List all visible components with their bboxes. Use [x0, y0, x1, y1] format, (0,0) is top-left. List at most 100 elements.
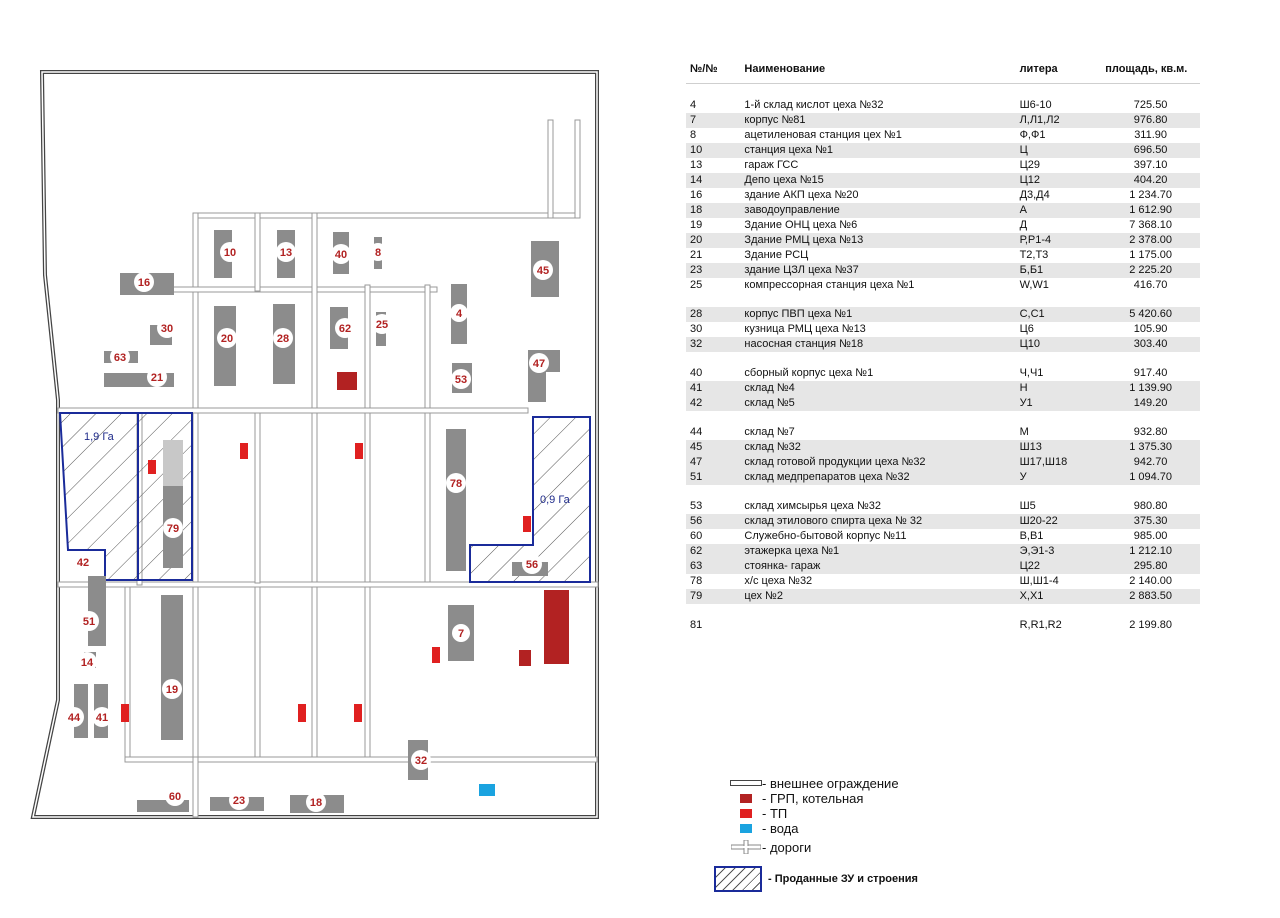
cell-area: 5 420.60 [1101, 307, 1200, 322]
cell-litera: Ц10 [1015, 337, 1102, 352]
transformer-substations [121, 443, 531, 722]
cell-litera: Н [1015, 381, 1102, 396]
building-32: 32 [411, 750, 431, 770]
cell-area: 2 225.20 [1101, 263, 1200, 278]
cell-no: 41 [686, 381, 741, 396]
cell-name: ацетиленовая станция цех №1 [744, 129, 902, 141]
cell-no: 47 [686, 455, 741, 470]
cell-area: 7 368.10 [1129, 219, 1173, 231]
building-10: 10 [220, 242, 240, 262]
fence-swatch [730, 780, 762, 786]
legend-grp-label: - ГРП, котельная [762, 790, 864, 806]
building-45: 45 [533, 260, 553, 280]
cell-name: склад №32 [740, 440, 1016, 455]
cell-litera: Ш13 [1015, 440, 1102, 455]
cell-no: 30 [690, 323, 703, 335]
building-44: 44 [64, 707, 84, 727]
site-plan-map: 1,9 Га 0,9 Га [30, 70, 599, 819]
cell-litera: С,С1 [1015, 307, 1102, 322]
building-20: 20 [217, 328, 237, 348]
legend-roads: - дороги [730, 839, 811, 855]
building-25: 25 [372, 314, 392, 334]
cell-name: Служебно-бытовой корпус №11 [744, 530, 907, 542]
cell-name: корпус ПВП цеха №1 [740, 307, 1016, 322]
building-60: 60 [165, 786, 185, 806]
svg-text:78: 78 [450, 478, 462, 490]
cell-no: 7 [686, 113, 741, 128]
svg-text:20: 20 [221, 333, 233, 345]
cell-litera: Ф,Ф1 [1019, 129, 1046, 141]
cell-litera: Ц22 [1015, 559, 1102, 574]
svg-text:47: 47 [533, 358, 545, 370]
cell-no: 81 [690, 619, 703, 631]
cell-name: насосная станция №18 [740, 337, 1016, 352]
cell-no: 4 [690, 99, 697, 111]
table-group-gap [686, 352, 1200, 366]
table-header-row: №/№ Наименование литера площадь, кв.м. [686, 55, 1200, 84]
table-group-gap [686, 485, 1200, 499]
cell-name: кузница РМЦ цеха №13 [744, 323, 866, 335]
cell-area: 1 175.00 [1129, 249, 1173, 261]
cell-no: 44 [690, 426, 703, 438]
cell-name: Здание ОНЦ цеха №6 [744, 219, 858, 231]
cell-name: х/с цеха №32 [744, 575, 813, 587]
cell-area: 976.80 [1101, 113, 1200, 128]
cell-name: здание АКП цеха №20 [744, 189, 859, 201]
table-group-gap [686, 293, 1200, 307]
cell-area: 932.80 [1133, 426, 1168, 438]
cell-no: 45 [686, 440, 741, 455]
cell-area: 696.50 [1101, 143, 1200, 158]
cell-area: 2 140.00 [1129, 575, 1173, 587]
cell-area: 311.90 [1134, 129, 1168, 141]
cell-name: склад химсырья цеха №32 [744, 500, 881, 512]
cell-area: 375.30 [1101, 514, 1200, 529]
cell-name: здание ЦЗЛ цеха №37 [740, 263, 1016, 278]
svg-text:53: 53 [455, 374, 467, 386]
header-area: площадь, кв.м. [1101, 55, 1200, 84]
building-18: 18 [306, 792, 326, 812]
header-litera: литера [1015, 55, 1102, 84]
cell-litera: Б,Б1 [1015, 263, 1102, 278]
cell-litera: Д [1019, 219, 1028, 231]
building-53: 53 [451, 369, 471, 389]
cell-no: 13 [690, 159, 703, 171]
cell-name: склад №4 [740, 381, 1016, 396]
road-icon [731, 840, 761, 854]
cell-no: 62 [686, 544, 741, 559]
legend-tp: - ТП [730, 805, 787, 821]
cell-litera: Ш5 [1019, 500, 1036, 512]
cell-no: 40 [690, 367, 703, 379]
legend-tp-label: - ТП [762, 805, 788, 821]
cell-no: 51 [686, 470, 741, 485]
cell-name: Здание РМЦ цеха №13 [740, 233, 1016, 248]
svg-text:45: 45 [537, 265, 549, 277]
cell-name: этажерка цеха №1 [740, 544, 1016, 559]
building-47: 47 [529, 353, 549, 373]
building-21: 21 [147, 367, 167, 387]
water-swatch [740, 823, 752, 833]
building-28: 28 [273, 328, 293, 348]
cell-area: 1 212.10 [1101, 544, 1200, 559]
cell-litera: Э,Э1-3 [1015, 544, 1102, 559]
roads [57, 119, 599, 818]
cell-litera: Х,Х1 [1015, 589, 1102, 604]
table-group-gap [686, 604, 1200, 618]
svg-text:25: 25 [376, 319, 388, 331]
svg-text:62: 62 [339, 323, 351, 335]
cell-name: склад этилового спирта цеха № 32 [740, 514, 1016, 529]
building-79: 79 [163, 518, 183, 538]
building-51: 51 [79, 611, 99, 631]
cell-area: 1 612.90 [1101, 203, 1200, 218]
building-16: 16 [134, 272, 154, 292]
cell-litera: М [1019, 426, 1029, 438]
